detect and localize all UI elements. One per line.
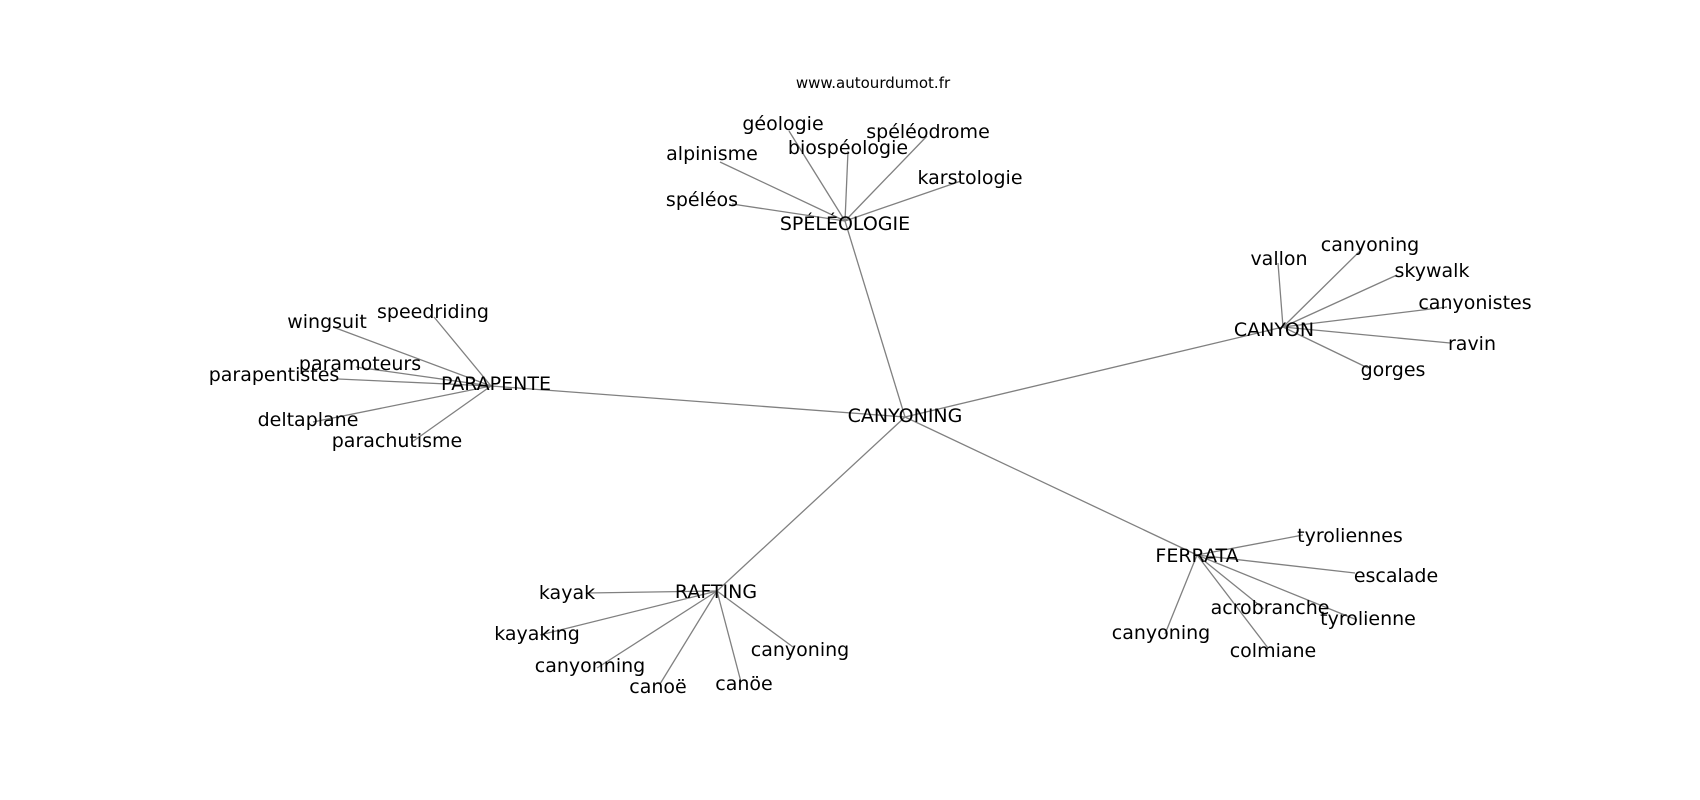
- edge-canyon-gorges: [1282, 326, 1369, 369]
- node-tyroliennes[interactable]: tyroliennes: [1297, 525, 1403, 547]
- node-rafting[interactable]: RAFTING: [675, 581, 757, 603]
- graph-edges: [312, 130, 1451, 685]
- node-kayaking[interactable]: kayaking: [494, 623, 580, 645]
- edge-speleo-speleos: [731, 203, 846, 222]
- node-speleo[interactable]: SPÉLÉOLOGIE: [780, 212, 910, 235]
- edge-ferrata-tyrolienne: [1196, 554, 1358, 621]
- edge-rafting-canoe1: [659, 590, 718, 685]
- edge-ferrata-canyoning_f: [1164, 554, 1198, 635]
- edge-ferrata-acrobranche: [1196, 554, 1265, 610]
- node-deltaplane[interactable]: deltaplane: [258, 409, 359, 431]
- node-ferrata[interactable]: FERRATA: [1155, 545, 1238, 567]
- edge-parapente-paramoteurs: [355, 366, 492, 387]
- node-paramoteurs[interactable]: paramoteurs: [299, 353, 421, 375]
- edge-canyon-skywalk: [1282, 274, 1398, 328]
- edge-speleo-biospeleologie: [844, 150, 849, 222]
- edge-canyon-canyoning_cy: [1282, 248, 1363, 328]
- edge-speleo-karstologie: [844, 180, 962, 222]
- node-wingsuit[interactable]: wingsuit: [287, 311, 367, 333]
- edge-canyon-canyonistes: [1282, 306, 1448, 328]
- node-alpinisme[interactable]: alpinisme: [666, 143, 758, 165]
- edge-canyon-ravin: [1282, 326, 1451, 344]
- edge-ferrata-colmiane: [1196, 554, 1269, 649]
- node-canyon[interactable]: CANYON: [1234, 319, 1314, 341]
- node-canoe2[interactable]: canöe: [715, 673, 772, 695]
- node-escalade[interactable]: escalade: [1354, 565, 1438, 587]
- edge-canyoning_c-ferrata: [904, 416, 1198, 556]
- edge-parapente-wingsuit: [332, 326, 492, 387]
- edge-canyoning_c-speleo: [844, 220, 906, 418]
- edge-canyoning_c-parapente: [490, 385, 906, 418]
- edge-speleo-speleodrome: [844, 135, 928, 222]
- node-canyoning_cy[interactable]: canyoning: [1321, 234, 1419, 256]
- edge-speleo-alpinisme: [719, 161, 846, 222]
- edge-ferrata-escalade: [1196, 554, 1356, 574]
- node-parachutisme[interactable]: parachutisme: [332, 430, 463, 452]
- node-kayak[interactable]: kayak: [539, 582, 595, 604]
- node-geologie[interactable]: géologie: [742, 113, 823, 135]
- node-canyoning_f[interactable]: canyoning: [1112, 622, 1210, 644]
- edge-ferrata-tyroliennes: [1196, 534, 1304, 556]
- node-ravin[interactable]: ravin: [1448, 333, 1496, 355]
- graph-labels: CANYONING SPÉLÉOLOGIE CANYON PARAPENTE RAFTI…: [209, 113, 1532, 698]
- edge-rafting-canoe2: [716, 590, 742, 683]
- edge-parapente-deltaplane: [312, 385, 492, 423]
- node-parapentistes[interactable]: parapentistes: [209, 364, 340, 386]
- edge-parapente-speedriding: [433, 316, 492, 387]
- node-gorges[interactable]: gorges: [1361, 359, 1426, 381]
- site-url-label: www.autourdumot.fr: [796, 74, 951, 92]
- node-biospeleologie[interactable]: biospéologie: [788, 137, 908, 159]
- node-skywalk[interactable]: skywalk: [1395, 260, 1470, 282]
- node-tyrolienne[interactable]: tyrolienne: [1320, 608, 1416, 630]
- edge-canyon-vallon: [1277, 262, 1284, 328]
- edge-canyoning_c-rafting: [716, 416, 906, 592]
- edge-rafting-kayaking: [539, 590, 718, 636]
- node-canoe1[interactable]: canoë: [629, 676, 686, 698]
- node-acrobranche[interactable]: acrobranche: [1211, 597, 1330, 619]
- edge-canyoning_c-canyon: [904, 326, 1284, 418]
- node-canyonning[interactable]: canyonning: [535, 655, 645, 677]
- node-parapente[interactable]: PARAPENTE: [441, 373, 551, 395]
- edge-rafting-canyoning_r: [716, 590, 794, 648]
- node-colmiane[interactable]: colmiane: [1230, 640, 1317, 662]
- edge-rafting-canyonning: [596, 590, 718, 669]
- node-speleos[interactable]: spéléos: [666, 189, 738, 211]
- node-speleodrome[interactable]: spéléodrome: [866, 121, 990, 143]
- edge-rafting-kayak: [586, 590, 718, 594]
- node-canyoning_c[interactable]: CANYONING: [848, 405, 963, 427]
- node-vallon[interactable]: vallon: [1250, 248, 1307, 270]
- edge-parapente-parapentistes: [337, 378, 492, 387]
- node-karstologie[interactable]: karstologie: [917, 167, 1022, 189]
- edge-speleo-geologie: [788, 130, 846, 222]
- edge-parapente-parachutisme: [411, 385, 492, 443]
- node-speedriding[interactable]: speedriding: [377, 301, 489, 323]
- node-canyonistes[interactable]: canyonistes: [1418, 292, 1531, 314]
- node-canyoning_r[interactable]: canyoning: [751, 639, 849, 661]
